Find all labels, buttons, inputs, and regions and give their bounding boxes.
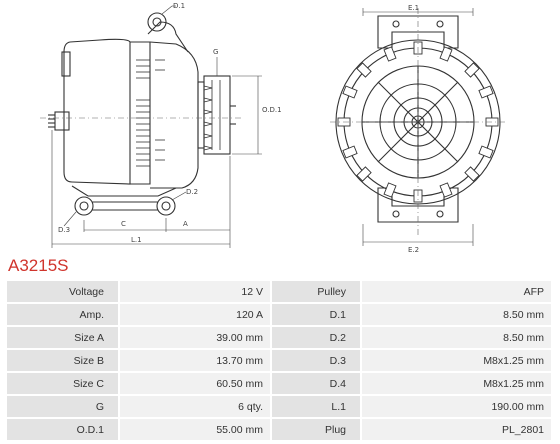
spec-value: PL_2801: [362, 419, 551, 440]
spec-label: Amp.: [7, 304, 118, 325]
spec-label: Pulley: [272, 281, 360, 302]
label-e1: E.1: [408, 4, 419, 12]
spec-table: Voltage 12 V Pulley AFP Amp. 120 A D.1 8…: [5, 279, 553, 442]
label-a: A: [183, 220, 188, 228]
side-view: [48, 12, 236, 216]
side-dimension-labels: D.1 G O.D.1 D.2 D.3 C A L.1: [58, 2, 282, 244]
spec-label: Size C: [7, 373, 118, 394]
table-row: Size B 13.70 mm D.3 M8x1.25 mm: [7, 350, 551, 371]
spec-label: Size B: [7, 350, 118, 371]
table-row: Amp. 120 A D.1 8.50 mm: [7, 304, 551, 325]
label-d1: D.1: [173, 2, 185, 10]
technical-drawing: D.1 G O.D.1 D.2 D.3 C A L.1: [40, 2, 506, 254]
spec-value: 6 qty.: [120, 396, 270, 417]
label-od1: O.D.1: [262, 106, 282, 114]
spec-label: L.1: [272, 396, 360, 417]
label-g: G: [213, 48, 218, 56]
table-row: O.D.1 55.00 mm Plug PL_2801: [7, 419, 551, 440]
spec-label: D.3: [272, 350, 360, 371]
table-row: G 6 qty. L.1 190.00 mm: [7, 396, 551, 417]
spec-value: 13.70 mm: [120, 350, 270, 371]
spec-value: 8.50 mm: [362, 327, 551, 348]
table-row: Voltage 12 V Pulley AFP: [7, 281, 551, 302]
label-d3: D.3: [58, 226, 70, 234]
front-dimension-labels: E.1 E.2: [408, 4, 419, 254]
spec-value: M8x1.25 mm: [362, 350, 551, 371]
spec-label: Voltage: [7, 281, 118, 302]
spec-label: Size A: [7, 327, 118, 348]
spec-label: D.1: [272, 304, 360, 325]
spec-value: 60.50 mm: [120, 373, 270, 394]
label-d2: D.2: [186, 188, 198, 196]
side-dimensions: [51, 5, 262, 248]
spec-label: D.2: [272, 327, 360, 348]
spec-value: 8.50 mm: [362, 304, 551, 325]
spec-label: O.D.1: [7, 419, 118, 440]
label-e2: E.2: [408, 246, 419, 254]
spec-value: AFP: [362, 281, 551, 302]
label-c: C: [121, 220, 126, 228]
spec-label: D.4: [272, 373, 360, 394]
spec-value: M8x1.25 mm: [362, 373, 551, 394]
spec-value: 12 V: [120, 281, 270, 302]
spec-label: Plug: [272, 419, 360, 440]
spec-value: 55.00 mm: [120, 419, 270, 440]
table-row: Size C 60.50 mm D.4 M8x1.25 mm: [7, 373, 551, 394]
part-number: A3215S: [8, 256, 69, 275]
spec-value: 190.00 mm: [362, 396, 551, 417]
spec-label: G: [7, 396, 118, 417]
table-row: Size A 39.00 mm D.2 8.50 mm: [7, 327, 551, 348]
label-l1: L.1: [131, 236, 142, 244]
spec-value: 39.00 mm: [120, 327, 270, 348]
spec-value: 120 A: [120, 304, 270, 325]
